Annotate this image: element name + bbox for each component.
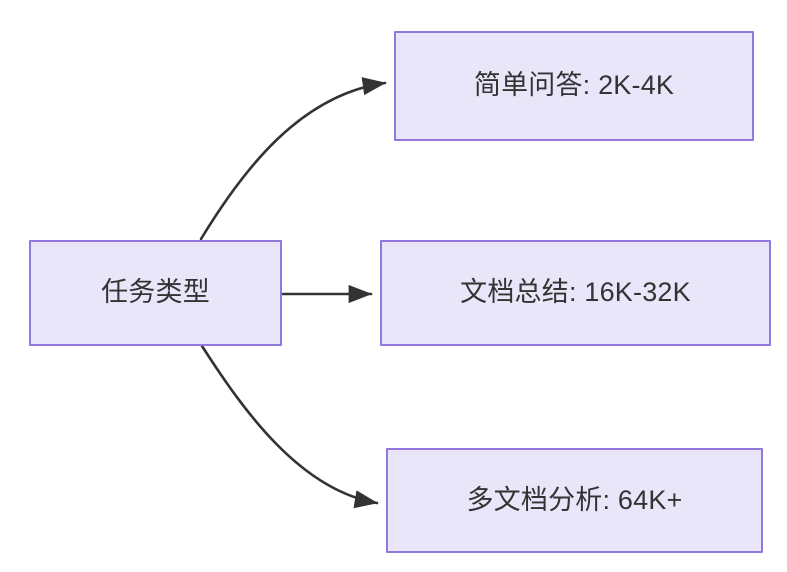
node-multi-doc-analysis-label: 多文档分析: 64K+	[466, 484, 683, 515]
node-task-type-label: 任务类型	[101, 277, 210, 308]
node-simple-qa-label: 简单问答: 2K-4K	[473, 70, 675, 101]
edge-task-type-to-multi-doc-analysis	[200, 344, 379, 509]
node-doc-summary-label: 文档总结: 16K-32K	[460, 277, 691, 308]
node-doc-summary[interactable]: 文档总结: 16K-32K	[380, 240, 771, 346]
node-task-type[interactable]: 任务类型	[29, 240, 282, 346]
edge-task-type-to-simple-qa	[199, 77, 387, 241]
node-simple-qa[interactable]: 简单问答: 2K-4K	[394, 31, 754, 141]
node-multi-doc-analysis[interactable]: 多文档分析: 64K+	[386, 448, 763, 553]
